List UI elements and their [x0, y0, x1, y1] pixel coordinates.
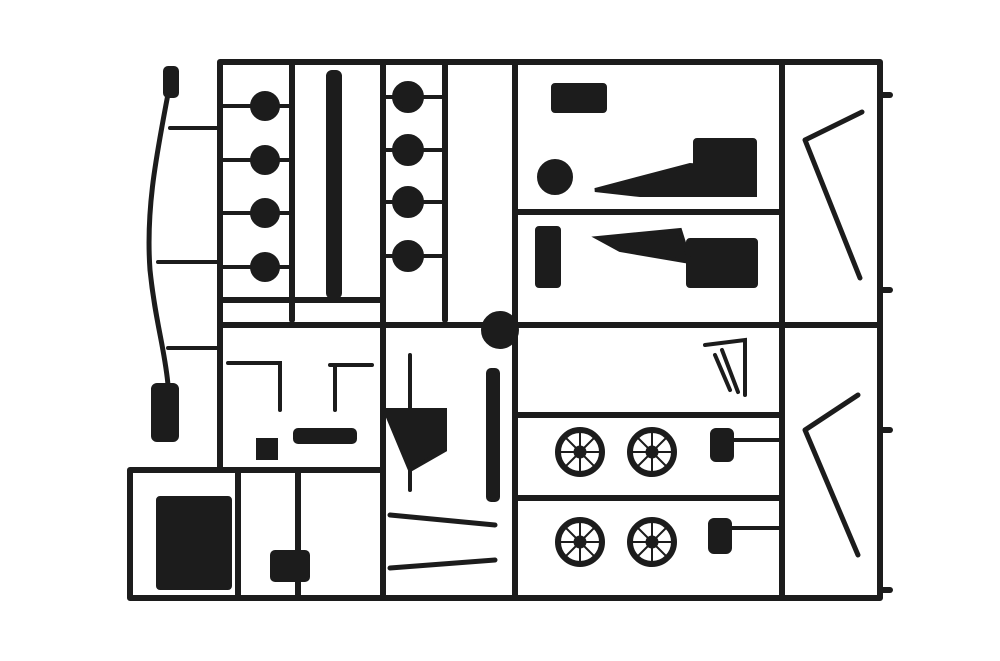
sprue-parts — [146, 66, 865, 590]
spoked-wheels — [555, 427, 677, 567]
